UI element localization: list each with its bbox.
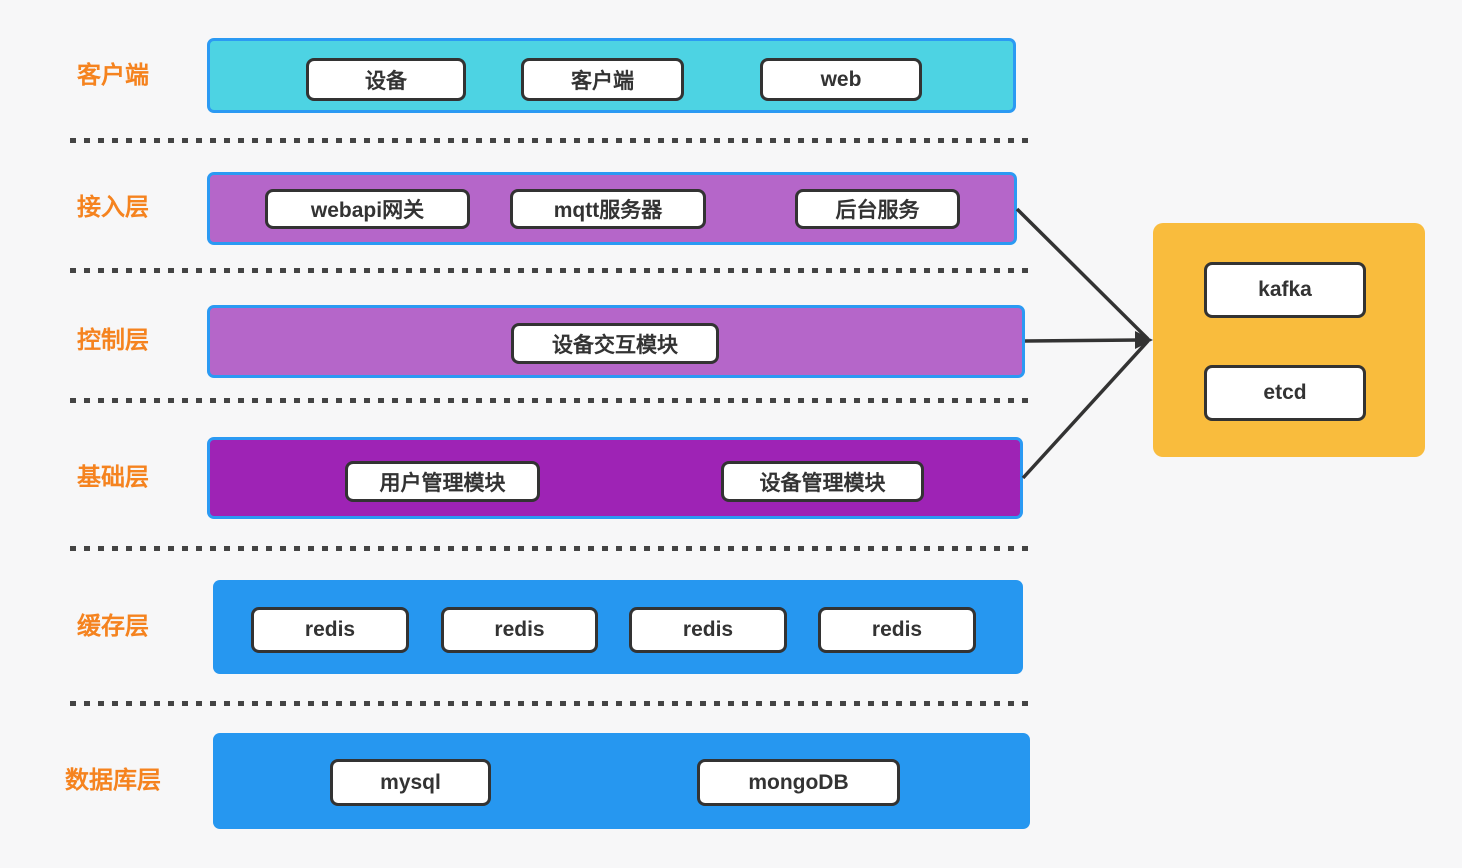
layer-label-database: 数据库层	[65, 767, 161, 794]
connector-line-access	[1015, 207, 1150, 341]
node-redis-2: redis	[441, 607, 598, 653]
dotted-separator	[70, 546, 1035, 551]
dotted-separator	[70, 138, 1035, 143]
node-redis-3: redis	[629, 607, 787, 653]
layer-label-access: 接入层	[77, 194, 149, 221]
layer-label-cache: 缓存层	[77, 613, 149, 640]
node-mongodb: mongoDB	[697, 759, 900, 806]
band-base-layer: 用户管理模块 设备管理模块	[207, 437, 1023, 519]
node-client: 客户端	[521, 58, 684, 101]
node-kafka: kafka	[1204, 262, 1366, 318]
node-user-management-module: 用户管理模块	[345, 461, 540, 502]
band-cache-layer: redis redis redis redis	[213, 580, 1023, 674]
node-device-management-module: 设备管理模块	[721, 461, 924, 502]
node-redis-1: redis	[251, 607, 409, 653]
node-device: 设备	[306, 58, 466, 101]
node-backend-service: 后台服务	[795, 189, 960, 229]
layer-label-client: 客户端	[77, 62, 149, 89]
connector-line-control	[1024, 338, 1141, 343]
dotted-separator	[70, 398, 1035, 403]
node-web: web	[760, 58, 922, 101]
layer-label-base: 基础层	[77, 464, 149, 491]
node-mqtt-server: mqtt服务器	[510, 189, 706, 229]
band-database-layer: mysql mongoDB	[213, 733, 1030, 829]
node-webapi-gateway: webapi网关	[265, 189, 470, 229]
dotted-separator	[70, 701, 1035, 706]
band-access-layer: webapi网关 mqtt服务器 后台服务	[207, 172, 1017, 245]
panel-middleware: kafka etcd	[1153, 223, 1425, 457]
band-client-layer: 设备 客户端 web	[207, 38, 1016, 113]
connector-line-base	[1021, 339, 1150, 480]
node-mysql: mysql	[330, 759, 491, 806]
node-redis-4: redis	[818, 607, 976, 653]
node-etcd: etcd	[1204, 365, 1366, 421]
node-device-interaction-module: 设备交互模块	[511, 323, 719, 364]
layer-label-control: 控制层	[77, 327, 149, 354]
dotted-separator	[70, 268, 1035, 273]
arrow-head-icon	[1135, 331, 1153, 349]
band-control-layer: 设备交互模块	[207, 305, 1025, 378]
